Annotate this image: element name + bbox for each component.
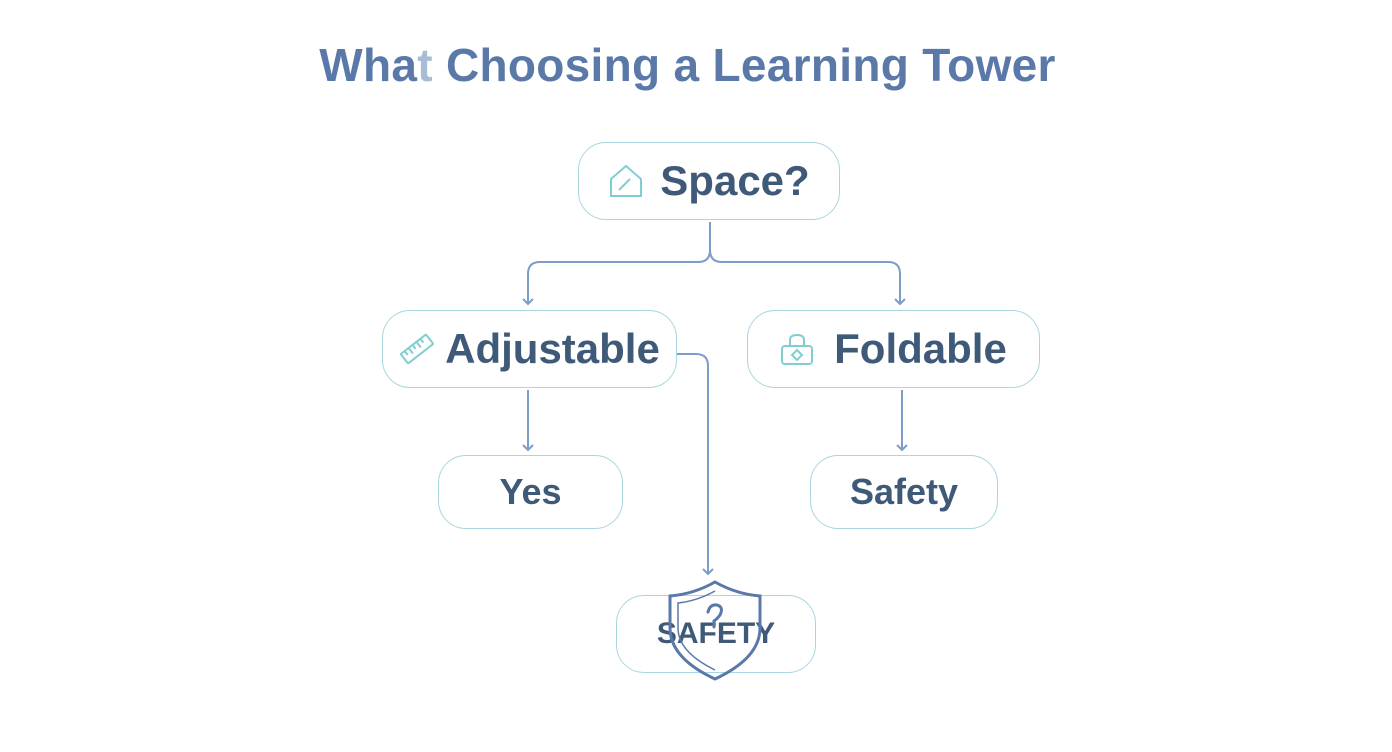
node-yes-label: Yes xyxy=(499,471,562,512)
node-safety-right: Safety xyxy=(810,455,998,529)
node-safety-bottom-label: SAFETY xyxy=(656,617,776,650)
node-space-label: Space? xyxy=(660,157,810,204)
ruler-icon xyxy=(399,331,435,367)
node-adjustable: Adjustable xyxy=(382,310,677,388)
diagram-title: What Choosing a Learning Tower xyxy=(0,38,1375,92)
title-part-faded: t xyxy=(417,39,433,91)
connector-space-to-foldable xyxy=(709,249,906,306)
node-foldable-label: Foldable xyxy=(834,325,1007,372)
title-part-1: Wha xyxy=(319,39,418,91)
connector-space-to-adjustable xyxy=(522,222,711,306)
connector-adjustable-to-safety-bottom xyxy=(677,353,714,576)
folding-tower-icon xyxy=(780,332,814,366)
house-icon xyxy=(608,163,644,199)
title-part-2: Choosing a Learning Tower xyxy=(432,39,1056,91)
node-yes: Yes xyxy=(438,455,623,529)
node-adjustable-label: Adjustable xyxy=(445,325,660,372)
node-foldable: Foldable xyxy=(747,310,1040,388)
node-space: Space? xyxy=(578,142,840,220)
node-safety-right-label: Safety xyxy=(849,471,959,512)
node-safety-bottom: SAFETY xyxy=(616,595,816,673)
